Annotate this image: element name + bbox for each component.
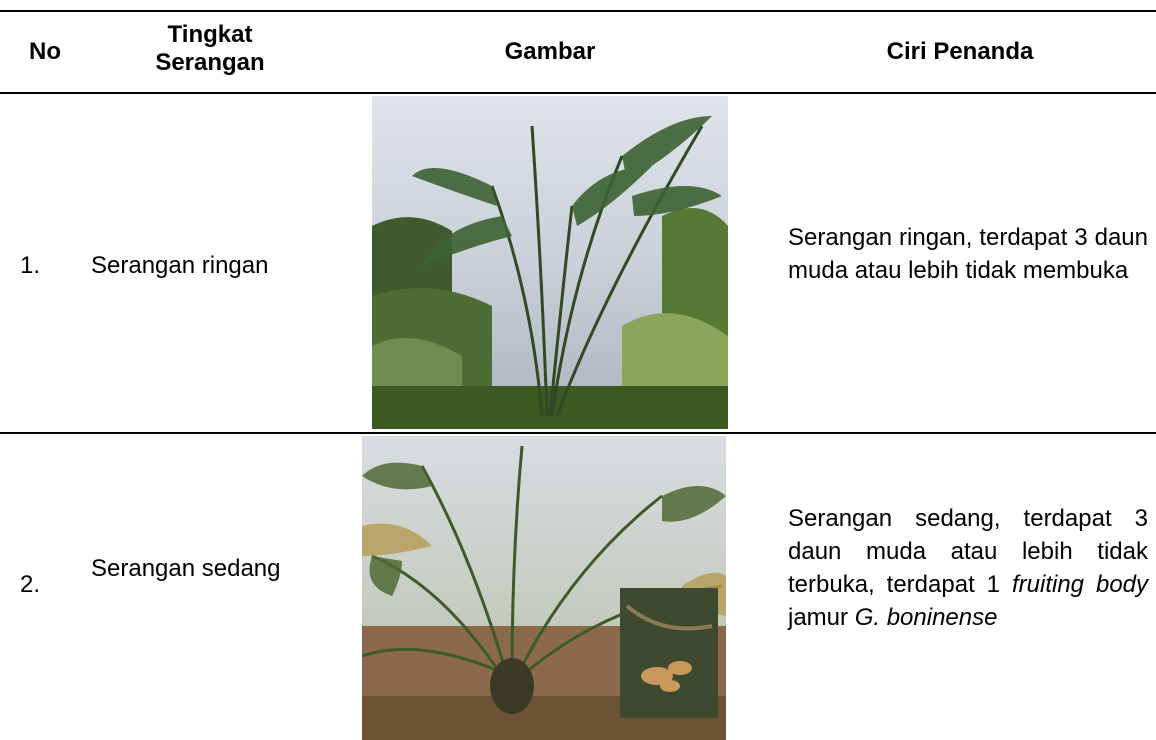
row-2-ciri-italic-species: G. boninense	[854, 604, 998, 631]
row-2-ciri-penanda: Serangan sedang, terdapat 3 daun muda at…	[788, 502, 1148, 634]
row-1-ciri-penanda: Serangan ringan, terdapat 3 daun muda at…	[788, 224, 1148, 284]
row-1-tingkat: Serangan ringan	[91, 252, 269, 279]
photo-medium-attack-palm	[362, 436, 726, 740]
row-2-ciri-middle: jamur	[788, 604, 849, 631]
header-ciri-penanda: Ciri Penanda	[886, 38, 1034, 65]
header-no: No	[29, 38, 61, 65]
row-2-ciri-prefix: Serangan sedang, terdapat 3 daun muda at…	[788, 505, 1148, 598]
row-2-tingkat: Serangan sedang	[91, 555, 281, 582]
row-1-number: 1.	[20, 252, 41, 279]
header-gambar: Gambar	[504, 38, 596, 65]
photo-light-attack-palm	[372, 96, 728, 429]
row-2-number: 2.	[20, 571, 41, 598]
table-header-rule	[0, 92, 1156, 94]
table-row-divider	[0, 432, 1156, 434]
row-2-ciri-italic-fruiting-body: fruiting body	[1011, 571, 1149, 598]
header-tingkat-serangan: Tingkat Serangan	[155, 21, 265, 76]
table-top-rule	[0, 10, 1156, 12]
